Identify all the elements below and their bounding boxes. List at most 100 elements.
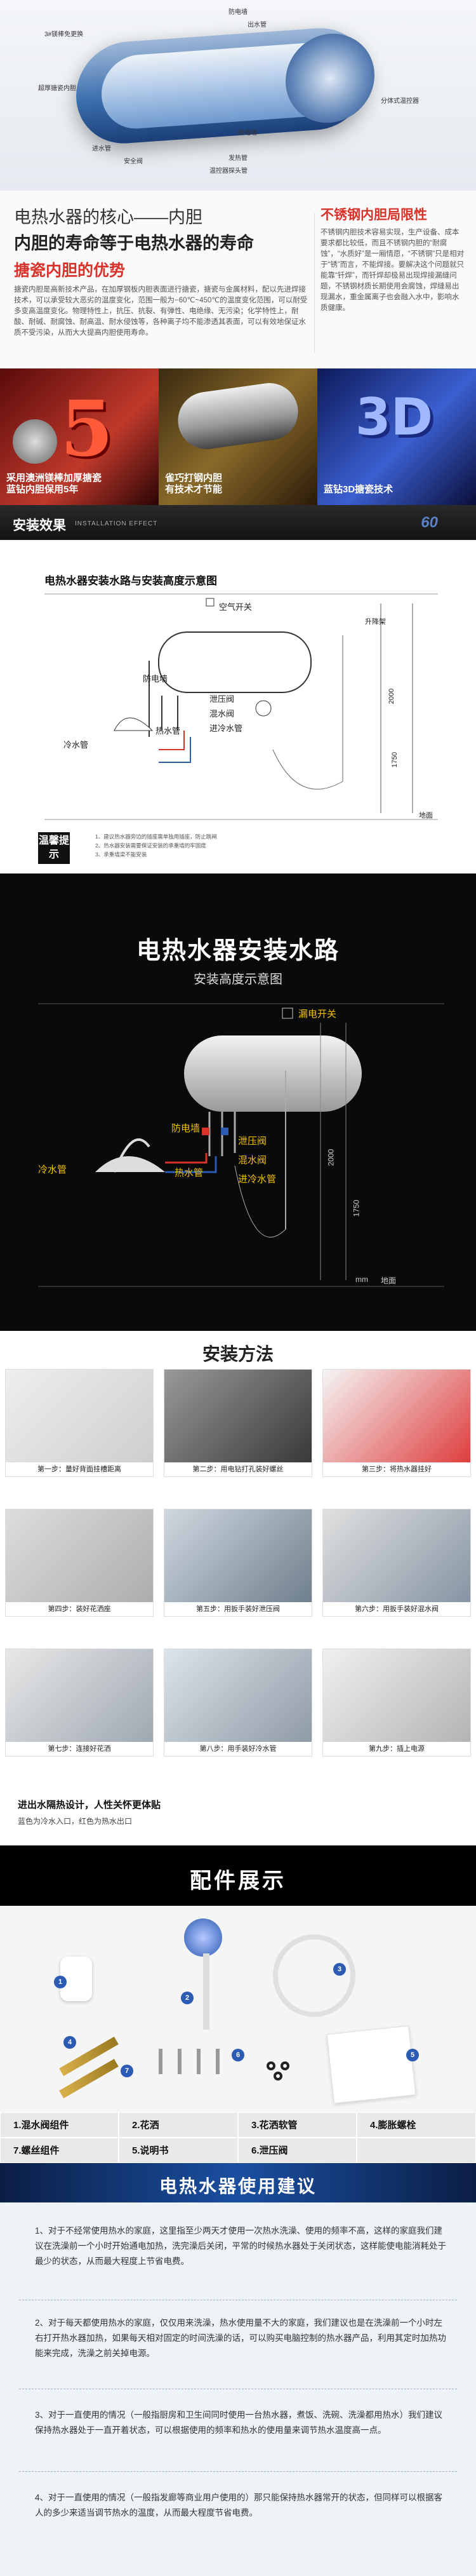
install-diagram-dark: 电热水器安装水路 安装高度示意图 漏电开关 防电墙 泄压阀 混水阀 进冷水管 热… xyxy=(0,873,476,1331)
label-unit: mm xyxy=(355,1275,368,1284)
note-title: 进出水隔热设计，人性关怀更体贴 xyxy=(18,1800,161,1811)
label-inlet: 进水管 xyxy=(92,145,111,152)
step-photo: 第四步：装好花洒座 xyxy=(5,1509,154,1617)
diagram-title: 电热水器安装水路 xyxy=(136,938,340,964)
shower-head-part xyxy=(184,1919,222,1957)
parts-list-item: 3.花洒软管 xyxy=(238,2112,357,2138)
advice-item-1: 1、对于不经常使用热水的家庭，这里指至少两天才使用一次热水洗澡、使用的频率不高，… xyxy=(35,2226,446,2266)
liner-title: 电热水器的核心——内胆 xyxy=(14,208,202,227)
step-photo: 第二步：用电钻打孔装好螺丝 xyxy=(164,1369,312,1477)
label-cold-inlet: 进冷水管 xyxy=(238,1174,277,1185)
step-caption: 第三步：将热水器挂好 xyxy=(323,1462,470,1476)
feature-banners: 5 采用澳洲镁棒加厚搪瓷 蓝钻内胆保用5年 雀巧打钢内胆 有技术才节能 3D 蓝… xyxy=(0,368,476,505)
part-number-3: 3 xyxy=(333,1963,346,1976)
parts-list-item xyxy=(357,2138,476,2163)
liner-graphic xyxy=(174,379,302,453)
parts-list-item: 4.膨胀螺栓 xyxy=(357,2112,476,2138)
tip-3: 3、承重墙梁不能安装 xyxy=(95,851,147,858)
shower-hose-part xyxy=(273,1934,355,2017)
banner-caption-text: 雀巧打钢内胆 有技术才节能 xyxy=(165,473,223,495)
tips-notes: 1、建议热水器旁边的插座需单独用插座，防止跳闸 2、热水器安装需要保证安装的承重… xyxy=(95,832,217,859)
liner-right-column: 不锈钢内胆局限性 不锈钢内胆技术容易实现，生产设备、成本要求都比较低，而且不锈钢… xyxy=(321,203,465,314)
liner-left-column: 电热水器的核心——内胆 内胆的寿命等于电热水器的寿命 搪瓷内胆的优势 搪瓷内胆是… xyxy=(14,203,312,339)
header-title: 安装效果 xyxy=(13,518,66,533)
label-thermostat: 分体式温控器 xyxy=(381,98,419,105)
tip-2: 2、热水器安装需要保证安装的承重墙的牢固度 xyxy=(95,842,206,849)
part-number-1: 1 xyxy=(54,1976,67,1988)
step-caption: 第一步：量好背面挂槽距离 xyxy=(6,1462,153,1476)
note-body: 蓝色为冷水入口，红色为热水出口 xyxy=(18,1817,133,1826)
label-cold-inlet: 进冷水管 xyxy=(209,724,243,733)
label-anti-shock: 防电墙 xyxy=(171,1123,201,1134)
banner-steel-liner: 雀巧打钢内胆 有技术才节能 xyxy=(159,368,317,505)
liner-subtitle: 搪瓷内胆的优势 xyxy=(14,262,126,280)
parts-header: 配件展示 xyxy=(0,1845,476,1906)
label-cold-pipe: 冷水管 xyxy=(63,740,89,750)
banner-3d: 3D 蓝钻3D搪瓷技术 xyxy=(317,368,476,505)
shower-handle xyxy=(203,1953,209,2030)
step-caption: 第八步：用手装好冷水管 xyxy=(164,1742,312,1756)
step-caption: 第四步：装好花洒座 xyxy=(6,1602,153,1616)
step-caption: 第五步：用扳手装好泄压阀 xyxy=(164,1602,312,1616)
label-height-1750: 1750 xyxy=(391,752,399,768)
hero-section: 3#镁棒免更换 超厚搪瓷内胆 进水管 安全阀 防电墙 出水管 分体式温控器 防电… xyxy=(0,0,476,191)
label-pressure-valve: 泄压阀 xyxy=(209,694,235,704)
parts-title: 配件展示 xyxy=(190,1869,286,1893)
label-leak-switch: 漏电开关 xyxy=(298,1009,337,1020)
part-number-2: 2 xyxy=(181,1992,194,2004)
parts-list-item: 1.混水阀组件 xyxy=(0,2112,119,2138)
liner-section: 电热水器的核心——内胆 内胆的寿命等于电热水器的寿命 搪瓷内胆的优势 搪瓷内胆是… xyxy=(0,191,476,368)
label-floor: 地面 xyxy=(381,1276,397,1285)
parts-list-item: 6.泄压阀 xyxy=(238,2138,357,2163)
label-hot-pipe: 热水管 xyxy=(175,1168,204,1178)
manual-part xyxy=(326,2025,416,2104)
water-heater-cutaway xyxy=(76,24,374,147)
banner-caption-text: 采用澳洲镁棒加厚搪瓷 蓝钻内胆保用5年 xyxy=(6,473,102,495)
step-caption: 第二步：用电钻打孔装好螺丝 xyxy=(164,1462,312,1476)
big-5-graphic: 5 xyxy=(60,384,114,474)
step-photo: 第六步：用扳手装好混水阀 xyxy=(322,1509,471,1617)
label-safety-valve: 安全阀 xyxy=(124,158,143,165)
label-mix-valve: 混水阀 xyxy=(238,1155,267,1166)
screws-group xyxy=(152,2049,254,2080)
stainless-body: 不锈钢内胆技术容易实现，生产设备、成本要求都比较低，而且不锈钢内胆的“耐腐蚀”，… xyxy=(321,229,465,312)
step-photo: 第一步：量好背面挂槽距离 xyxy=(5,1369,154,1477)
label-anti-shock: 防电墙 xyxy=(143,674,168,684)
parts-list-item: 2.花洒 xyxy=(119,2112,238,2138)
step-caption: 第七步：连接好花洒 xyxy=(6,1742,153,1756)
label-anti-shock-1: 防电墙 xyxy=(228,9,248,16)
step-caption: 第六步：用扳手装好混水阀 xyxy=(323,1602,470,1616)
install-title: 安装方法 xyxy=(202,1344,274,1364)
usage-advice: 电热水器使用建议 1、对于不经常使用热水的家庭，这里指至少两天才使用一次热水洗澡… xyxy=(0,2163,476,2576)
parts-section: 配件展示 1 2 3 4 5 6 7 1.混水阀组件 2.花洒 3.花洒软管 4… xyxy=(0,1845,476,2163)
label-heating-tube: 发热管 xyxy=(228,155,248,162)
label-lift-rack: 升降架 xyxy=(365,618,386,626)
label-outlet: 出水管 xyxy=(248,22,267,29)
label-air-switch: 空气开关 xyxy=(219,602,253,612)
label-magnesium-rod: 3#镁棒免更换 xyxy=(44,31,84,38)
advice-header: 电热水器使用建议 xyxy=(0,2163,476,2202)
tips-badge: 温馨提示 xyxy=(38,832,70,864)
label-floor: 地面 xyxy=(419,812,433,819)
banner-caption-text: 蓝钻3D搪瓷技术 xyxy=(324,484,393,495)
banner-5-year: 5 采用澳洲镁棒加厚搪瓷 蓝钻内胆保用5年 xyxy=(0,368,159,505)
magnesium-rod-graphic xyxy=(13,419,57,464)
liner-body: 搪瓷内胆是高新技术产品，在加厚钢板内胆表面进行搪瓷，搪瓷与金属材料，配以先进焊接… xyxy=(14,286,308,337)
label-cold-pipe: 冷水管 xyxy=(38,1164,67,1175)
step-photo: 第七步：连接好花洒 xyxy=(5,1649,154,1757)
stainless-title: 不锈钢内胆局限性 xyxy=(321,208,427,222)
washers-group xyxy=(267,2061,298,2080)
part-number-7: 7 xyxy=(121,2065,133,2077)
label-enamel-liner: 超厚搪瓷内胆 xyxy=(38,85,76,92)
parts-list-item: 7.螺丝组件 xyxy=(0,2138,119,2163)
diagram-drawing xyxy=(44,593,438,820)
liner-title-2: 内胆的寿命等于电热水器的寿命 xyxy=(14,234,254,253)
parts-list-item: 5.说明书 xyxy=(119,2138,238,2163)
step-photo: 第九步：插上电源 xyxy=(322,1649,471,1757)
advice-item-2: 2、对于每天都使用热水的家庭，仅仅用来洗澡，热水使用量不大的家庭，我们建议也是在… xyxy=(35,2318,446,2358)
inlet-outlet-note: 进出水隔热设计，人性关怀更体贴 蓝色为冷水入口，红色为热水出口 xyxy=(0,1795,476,1845)
label-hot-pipe: 热水管 xyxy=(155,726,181,736)
advice-divider xyxy=(19,2471,457,2472)
step-photo: 第八步：用手装好冷水管 xyxy=(164,1649,312,1757)
part-number-4: 4 xyxy=(63,2036,76,2049)
